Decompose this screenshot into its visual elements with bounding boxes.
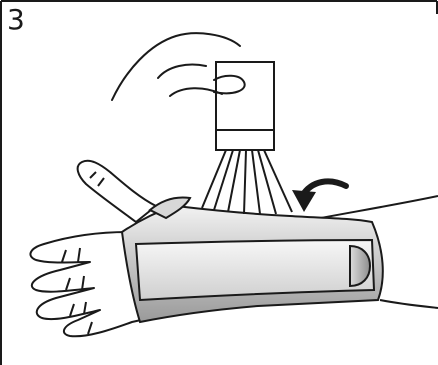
heat-gun-icon [202,62,292,214]
splint-strap [136,240,374,300]
curved-arrow-icon [292,181,346,212]
step-number: 3 [7,6,25,34]
